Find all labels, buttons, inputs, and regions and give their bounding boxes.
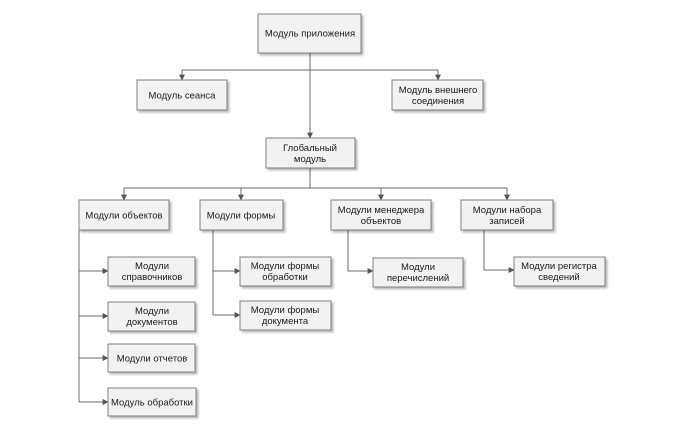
node-session-module[interactable]: Модуль сеанса — [136, 79, 228, 111]
node-label-line: Модули формы — [207, 211, 276, 222]
node-label-line: документов — [126, 317, 177, 328]
node-report-modules[interactable]: Модули отчетов — [107, 343, 196, 373]
node-label-line: Модули объектов — [85, 211, 162, 222]
node-label-line: сведений — [538, 272, 579, 283]
node-label-line: Модули формы — [251, 261, 320, 272]
node-label-line: Модуль внешнего — [399, 85, 478, 96]
node-label-line: Модули — [135, 306, 169, 317]
connectors — [78, 53, 515, 405]
node-label-line: справочников — [122, 272, 183, 283]
node-label-line: Модули — [401, 262, 435, 273]
node-label-line: Модуль обработки — [111, 398, 193, 409]
node-form-modules[interactable]: Модули формы — [199, 199, 284, 231]
node-label-line: Модули отчетов — [117, 354, 188, 365]
node-label-line: Модули регистра — [521, 261, 597, 272]
node-app-module[interactable]: Модуль приложения — [257, 13, 362, 54]
nodes: Модуль приложения Модуль сеанса Модуль в… — [78, 13, 606, 417]
edge-managers-to-enums — [347, 230, 374, 274]
node-label-line: Модуль сеанса — [149, 91, 217, 102]
node-label-line: Глобальный — [283, 143, 337, 154]
node-label-line: модуль — [294, 154, 326, 165]
node-processing-module[interactable]: Модуль обработки — [107, 387, 197, 417]
node-label-line: Модули формы — [251, 305, 320, 316]
edge-recordsets-to-registers — [483, 230, 515, 273]
node-label-line: обработки — [262, 272, 308, 283]
node-label-line: Модули — [135, 261, 169, 272]
node-object-modules[interactable]: Модули объектов — [78, 199, 170, 231]
node-label-line: объектов — [361, 216, 401, 227]
node-label-line: записей — [489, 216, 524, 227]
node-label-line: соединения — [412, 96, 464, 107]
node-label-line: Модули менеджера — [338, 205, 425, 216]
node-label-line: перечислений — [387, 273, 449, 284]
node-label-line: Модули набора — [473, 205, 542, 216]
node-label-line: Модуль приложения — [265, 29, 355, 40]
node-label-line: документа — [262, 316, 309, 327]
